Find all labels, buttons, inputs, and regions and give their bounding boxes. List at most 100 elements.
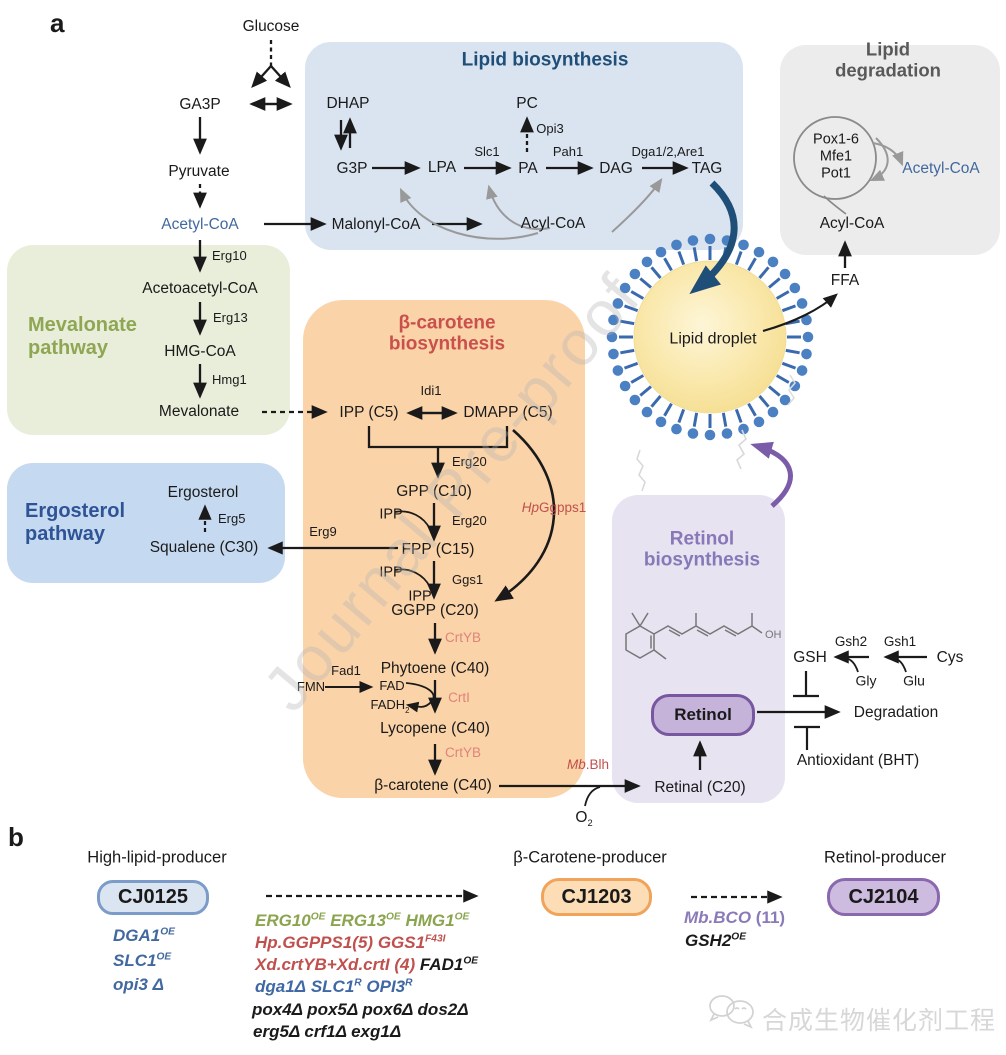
gene-text: OPI3 bbox=[366, 977, 406, 997]
ergosterol-title: Ergosterol pathway bbox=[25, 500, 125, 546]
mfe1-label: Mfe1 bbox=[819, 148, 853, 165]
cys-label: Cys bbox=[936, 648, 964, 666]
retinol-title-line1: Retinol bbox=[669, 528, 735, 550]
gene-text: HMG1 bbox=[405, 911, 455, 931]
gene-text: DGA1 bbox=[113, 926, 161, 946]
dag-label: DAG bbox=[599, 159, 633, 177]
slc1-label: Slc1 bbox=[474, 144, 500, 160]
dhap-label: DHAP bbox=[326, 94, 370, 112]
pah1-label: Pah1 bbox=[552, 144, 584, 160]
phospholipid-doodle bbox=[636, 449, 646, 492]
mevalonate-title-line2: pathway bbox=[28, 337, 109, 359]
gene-sup: R bbox=[405, 977, 413, 989]
acetyl-coa-deg-label: Acetyl-CoA bbox=[902, 159, 980, 177]
edit-line-4: dga1Δ SLC1R OPI3R bbox=[255, 978, 413, 996]
mb-rest: .Blh bbox=[585, 756, 610, 772]
gsh-label: GSH bbox=[793, 648, 827, 666]
ergosterol-box bbox=[7, 463, 285, 583]
acyl-coa-label: Acyl-CoA bbox=[520, 214, 586, 232]
crtyb2-label: CrtYB bbox=[444, 744, 482, 760]
retinol-title: Retinol biosynthesis bbox=[644, 529, 760, 572]
gene-sup: OE bbox=[156, 951, 172, 963]
chinese-watermark: 合成生物催化剂工程 bbox=[762, 1007, 997, 1035]
dmapp-c5-label: DMAPP (C5) bbox=[463, 403, 553, 421]
edit-line-6: erg5Δ crf1Δ exg1Δ bbox=[253, 1022, 402, 1042]
panel-b-label: b bbox=[8, 822, 24, 852]
gsh2-label: Gsh2 bbox=[834, 633, 868, 649]
gene-text: Hp.GGPPS1(5) bbox=[255, 933, 374, 953]
retinol-pill: Retinol bbox=[651, 694, 755, 736]
lpa-label: LPA bbox=[427, 158, 457, 176]
gene-text: ERG10 bbox=[255, 911, 311, 931]
erg20b-label: Erg20 bbox=[452, 513, 487, 529]
gsh1-label: Gsh1 bbox=[883, 633, 917, 649]
gene-text: Mb.BCO bbox=[684, 908, 752, 928]
edit-mbbco: Mb.BCO (11) bbox=[684, 909, 785, 927]
ffa-label: FFA bbox=[830, 271, 860, 289]
crti-label: CrtI bbox=[448, 689, 470, 705]
high-lipid-producer-title: High-lipid-producer bbox=[87, 848, 227, 867]
wechat-logo bbox=[709, 995, 754, 1029]
idi1-label: Idi1 bbox=[420, 383, 442, 399]
gene-text: GSH2 bbox=[685, 931, 732, 951]
erg5-label: Erg5 bbox=[218, 511, 246, 527]
edit-line-5: pox4Δ pox5Δ pox6Δ dos2Δ bbox=[252, 1000, 469, 1020]
fad1-label: Fad1 bbox=[331, 663, 361, 679]
edit-line-3: Xd.crtYB+Xd.crtI (4) FAD1OE bbox=[255, 956, 478, 974]
opi3-label: Opi3 bbox=[536, 121, 564, 137]
lipid-droplet bbox=[606, 233, 814, 492]
gene-sup: OE bbox=[731, 931, 747, 943]
pa-label: PA bbox=[518, 159, 538, 177]
gene-sup: OE bbox=[463, 955, 479, 967]
squalene-label: Squalene (C30) bbox=[149, 538, 259, 556]
hpggpps1-label: HpGgpps1 bbox=[522, 500, 587, 515]
beta-carotene-title-line1: β-carotene bbox=[398, 312, 496, 334]
gene-text: GGS1 bbox=[377, 933, 426, 953]
retinal-label: Retinal (C20) bbox=[654, 778, 746, 796]
gly-label: Gly bbox=[855, 672, 877, 689]
ergosterol-title-line1: Ergosterol bbox=[25, 500, 126, 522]
erg13-label: Erg13 bbox=[213, 310, 248, 326]
erg9-label: Erg9 bbox=[309, 524, 337, 540]
mevalonate-label: Mevalonate bbox=[158, 402, 240, 420]
acyl-coa-deg-label: Acyl-CoA bbox=[819, 214, 885, 232]
pyruvate-label: Pyruvate bbox=[168, 162, 230, 180]
tag-label: TAG bbox=[691, 159, 723, 177]
dga-are1-label: Dga1/2,Are1 bbox=[631, 144, 705, 160]
fad-label: FAD bbox=[379, 678, 405, 694]
beta-carotene-title: β-carotene biosynthesis bbox=[389, 313, 505, 356]
cj2104-label: CJ2104 bbox=[848, 885, 919, 908]
fadh2-label: FADH2 bbox=[370, 698, 409, 714]
erg20-label: Erg20 bbox=[452, 454, 487, 470]
ergosterol-label: Ergosterol bbox=[167, 483, 239, 501]
edit-line-2: Hp.GGPPS1(5) GGS1F43I bbox=[255, 934, 445, 952]
carotene-producer-title: β-Carotene-producer bbox=[513, 848, 667, 867]
cj1203-label: CJ1203 bbox=[561, 885, 632, 908]
cj0125-gene-3: opi3 Δ bbox=[113, 976, 164, 994]
erg10-label: Erg10 bbox=[212, 248, 247, 264]
gene-sup: R bbox=[354, 977, 362, 989]
mb-blh-label: Mb.Blh bbox=[567, 756, 610, 772]
o2-label: O2 bbox=[575, 808, 592, 827]
fpp-c15-label: FPP (C15) bbox=[401, 540, 475, 558]
pc-label: PC bbox=[516, 94, 538, 112]
malonyl-coa-label: Malonyl-CoA bbox=[331, 215, 421, 233]
gene-text: FAD1 bbox=[419, 955, 464, 975]
edit-line-1: ERG10OE ERG13OE HMG1OE bbox=[255, 912, 469, 930]
pox1-6-label: Pox1-6 bbox=[813, 131, 859, 148]
antioxidant-label: Antioxidant (BHT) bbox=[796, 751, 920, 769]
gene-note: (11) bbox=[755, 908, 786, 928]
o2-base: O bbox=[575, 808, 588, 826]
glucose-label: Glucose bbox=[242, 17, 300, 35]
panel-a-label: a bbox=[50, 8, 65, 38]
cj0125-gene-2: SLC1OE bbox=[113, 952, 171, 970]
mevalonate-title: Mevalonate pathway bbox=[28, 314, 137, 360]
phytoene-label: Phytoene (C40) bbox=[380, 659, 490, 677]
lipid-droplet-label: Lipid droplet bbox=[669, 330, 757, 348]
ggpp-c20-label: GGPP (C20) bbox=[391, 601, 479, 619]
acetyl-coa-label: Acetyl-CoA bbox=[161, 215, 239, 233]
ipp-substrate3-label: IPP bbox=[408, 588, 432, 605]
beta-carotene-label: β-carotene (C40) bbox=[374, 776, 492, 794]
lipid-degradation-title: Lipid degradation bbox=[835, 38, 941, 80]
fmn-label: FMN bbox=[296, 679, 326, 695]
